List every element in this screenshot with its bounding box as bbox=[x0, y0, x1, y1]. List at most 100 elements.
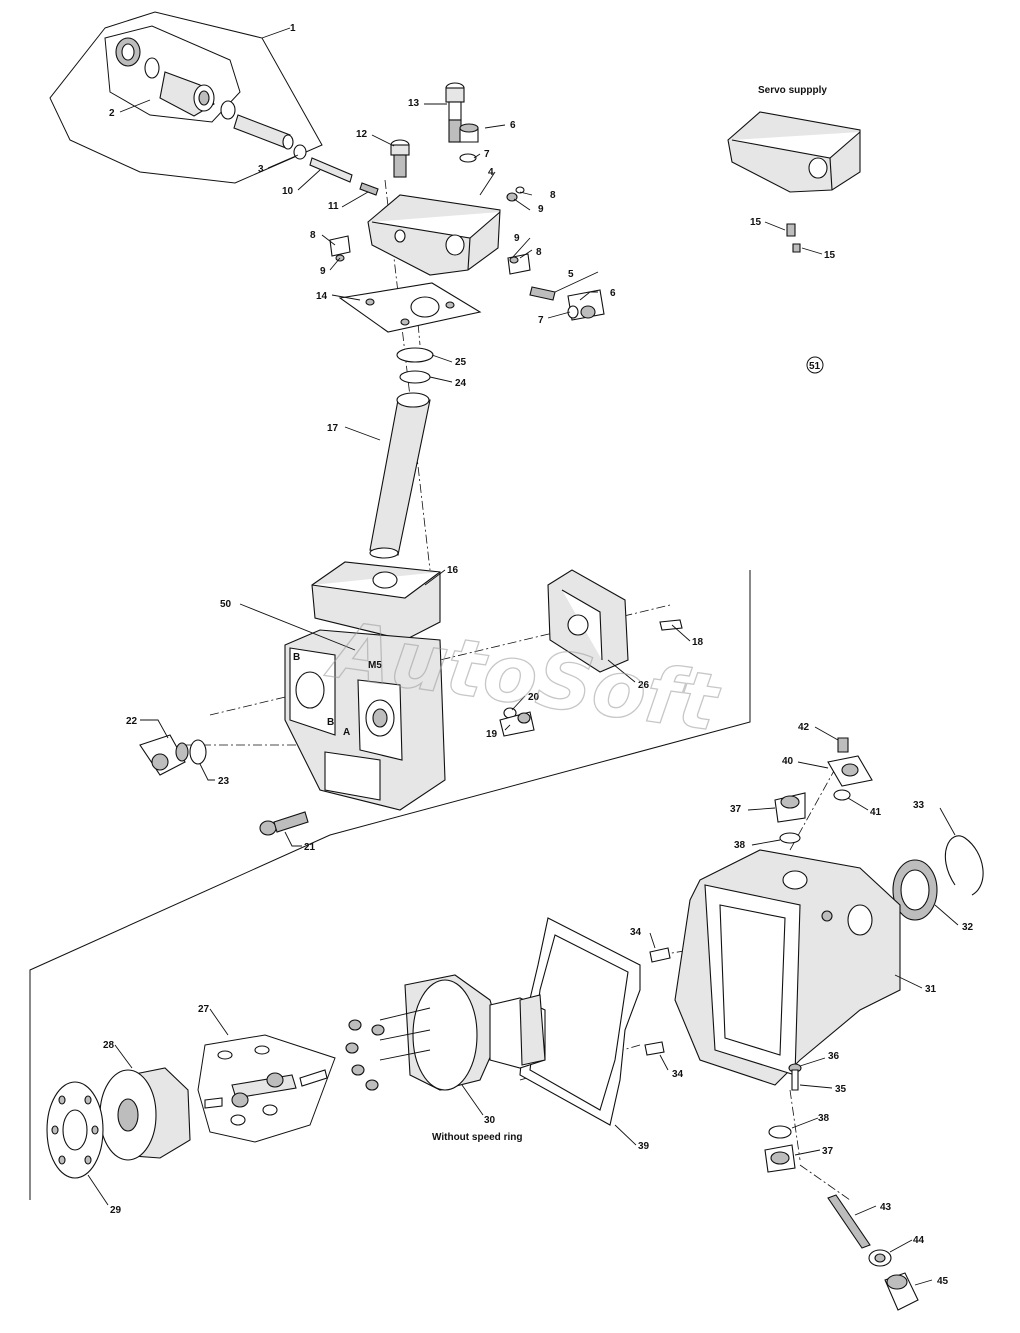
needle-bearing-part bbox=[115, 37, 141, 67]
svg-text:A: A bbox=[343, 727, 350, 738]
label-13: 13 bbox=[408, 98, 420, 109]
spherical-bush-part bbox=[231, 1092, 249, 1108]
label-2: 2 bbox=[109, 108, 115, 119]
label-11: 11 bbox=[328, 201, 339, 212]
label-9a: 9 bbox=[538, 204, 544, 215]
o-ring-38-part bbox=[779, 832, 801, 844]
servo-supply-caption: Servo suppply bbox=[758, 85, 827, 96]
label-8a: 8 bbox=[550, 190, 556, 201]
pin-18-part bbox=[659, 619, 683, 631]
group-outlines bbox=[29, 11, 751, 1200]
screw-35-36-part bbox=[788, 1063, 802, 1091]
washer-part bbox=[230, 1114, 246, 1126]
label-34a: 34 bbox=[630, 927, 642, 938]
label-19: 19 bbox=[486, 729, 498, 740]
spring-part bbox=[299, 1069, 328, 1087]
cylinder-block-28-part bbox=[99, 1067, 191, 1161]
axis-line bbox=[414, 289, 421, 346]
kit-27-outline bbox=[197, 1034, 336, 1143]
label-23: 23 bbox=[218, 776, 230, 787]
nut-45-part bbox=[884, 1272, 919, 1311]
label-10: 10 bbox=[282, 186, 294, 197]
spring-11 bbox=[359, 182, 379, 196]
screw-15-part bbox=[786, 223, 796, 237]
label-21: 21 bbox=[304, 842, 316, 853]
plug-6-lower-part bbox=[567, 289, 605, 321]
control-housing-4 bbox=[367, 194, 501, 276]
label-8b: 8 bbox=[310, 230, 316, 241]
label-40: 40 bbox=[782, 756, 794, 767]
label-9b: 9 bbox=[320, 266, 326, 277]
plug-37-part bbox=[774, 792, 806, 823]
o-ring-24-part bbox=[399, 370, 431, 384]
part-drawings: B B A M5 bbox=[46, 37, 984, 1311]
label-27: 27 bbox=[198, 1004, 210, 1015]
label-7a: 7 bbox=[484, 149, 490, 160]
kit-1-outline bbox=[49, 11, 323, 184]
label-1: 1 bbox=[290, 23, 296, 34]
label-4: 4 bbox=[488, 167, 494, 178]
rotary-group-30-part bbox=[345, 974, 546, 1091]
label-38b: 38 bbox=[818, 1113, 830, 1124]
gasket-39-inner bbox=[529, 934, 629, 1111]
label-7b: 7 bbox=[538, 315, 544, 326]
screw-9-part bbox=[506, 186, 525, 202]
label-15a: 15 bbox=[750, 217, 762, 228]
label-28: 28 bbox=[103, 1040, 115, 1051]
label-31: 31 bbox=[925, 984, 937, 995]
svg-text:51: 51 bbox=[809, 361, 821, 372]
label-29: 29 bbox=[110, 1205, 122, 1216]
servo-supply-housing-part bbox=[727, 111, 861, 193]
valve-plate-29-part bbox=[46, 1081, 104, 1179]
spring-5-part bbox=[529, 286, 556, 301]
axis-line bbox=[799, 1164, 851, 1201]
plug-37-lower-part bbox=[764, 1144, 796, 1173]
label-44: 44 bbox=[913, 1235, 925, 1246]
label-6a: 6 bbox=[510, 120, 516, 131]
svg-text:B: B bbox=[327, 717, 334, 728]
label-24: 24 bbox=[455, 378, 467, 389]
swashplate-26-part bbox=[547, 569, 629, 673]
plug-6-part bbox=[459, 123, 479, 143]
label-45: 45 bbox=[937, 1276, 949, 1287]
label-15b: 15 bbox=[824, 250, 836, 261]
shaft-seal-32-inner bbox=[900, 869, 930, 911]
label-34b: 34 bbox=[672, 1069, 684, 1080]
tube-17-part bbox=[369, 392, 431, 559]
gasket-14-part bbox=[338, 282, 482, 333]
part-labels: 1 2 3 10 11 12 13 6 7 4 8 9 8 9 9 8 5 6 … bbox=[103, 23, 974, 1287]
spring-part bbox=[204, 1097, 223, 1109]
plug-40-part bbox=[827, 755, 873, 787]
o-ring-7-part bbox=[459, 153, 477, 163]
label-33: 33 bbox=[913, 800, 925, 811]
pin-part bbox=[254, 1045, 270, 1055]
label-6b: 6 bbox=[610, 288, 616, 299]
o-ring-38-lower-part bbox=[768, 1125, 792, 1139]
label-39: 39 bbox=[638, 1141, 650, 1152]
svg-text:M5: M5 bbox=[368, 660, 382, 671]
plug-19-part bbox=[499, 711, 535, 737]
without-speed-ring-caption: Without speed ring bbox=[432, 1132, 522, 1143]
label-26: 26 bbox=[638, 680, 650, 691]
o-ring-41-part bbox=[833, 789, 851, 801]
label-37a: 37 bbox=[730, 804, 742, 815]
label-43: 43 bbox=[880, 1202, 892, 1213]
plate-8-part bbox=[329, 235, 351, 262]
dowel-34-part bbox=[649, 947, 671, 963]
pin-part bbox=[217, 1050, 233, 1060]
screw-15-part bbox=[792, 243, 801, 253]
plug-22-part bbox=[139, 734, 189, 776]
label-41: 41 bbox=[870, 807, 882, 818]
screw-13-part bbox=[445, 82, 465, 143]
label-12: 12 bbox=[356, 129, 368, 140]
label-35: 35 bbox=[835, 1084, 847, 1095]
label-32: 32 bbox=[962, 922, 974, 933]
screw-12-part bbox=[390, 139, 410, 178]
o-ring-part bbox=[220, 100, 236, 120]
label-9c: 9 bbox=[514, 233, 520, 244]
label-42: 42 bbox=[798, 722, 810, 733]
svg-text:B: B bbox=[293, 652, 300, 663]
ring-25-part bbox=[396, 347, 434, 363]
circlip-33-part bbox=[944, 835, 984, 896]
